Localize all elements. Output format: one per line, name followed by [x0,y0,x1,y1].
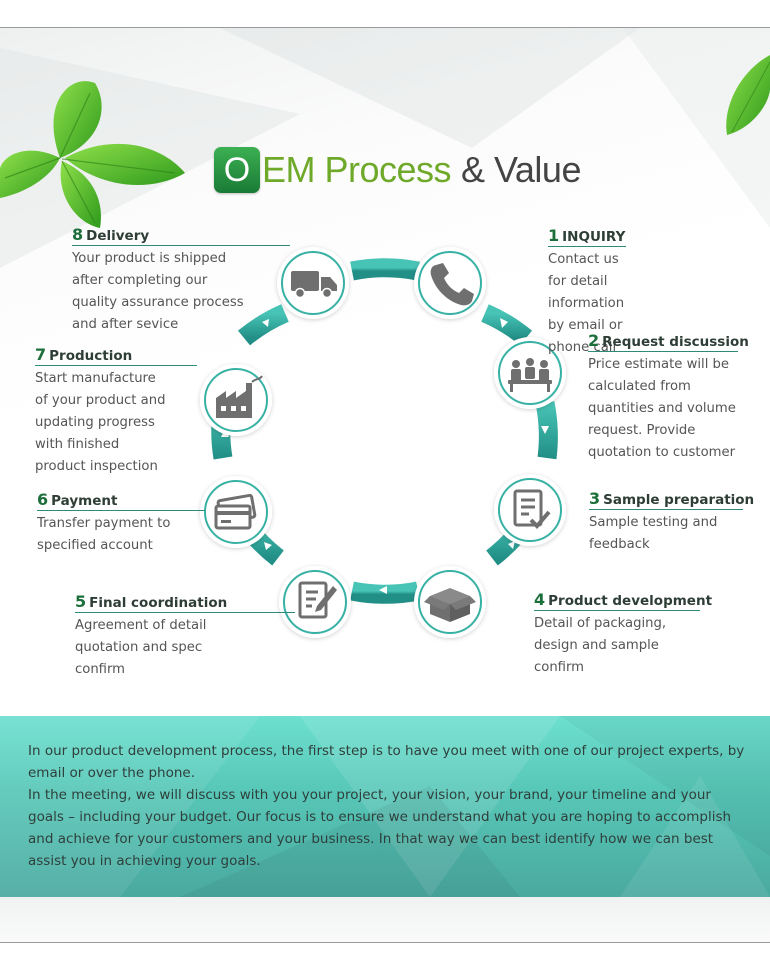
step-node-sample-preparation [494,474,566,546]
info-text: In our product development process, the … [28,740,748,872]
meeting-icon [508,358,552,392]
flow-arrow [379,586,387,594]
factory-icon [216,375,263,418]
step-description: Detail of packaging, design and sample c… [534,616,667,675]
ring-segment [481,304,533,346]
ring-segment [350,258,420,281]
step-description: Transfer payment to specified account [37,516,171,553]
flow-arrow [262,319,269,327]
flow-arrow [500,318,508,328]
step-node-delivery [277,247,349,319]
title-green-part: EM Process [262,149,452,190]
step-description: Price estimate will be calculated from q… [588,357,736,460]
checklist-icon [513,489,551,529]
bottom-divider [0,942,770,943]
ring-segment [237,304,289,346]
process-ring-diagram [200,247,566,638]
flow-arrows [221,318,549,594]
step-node-production [200,364,272,436]
top-divider [0,27,770,28]
box-icon [424,588,476,622]
band-background-facets [0,716,770,897]
step-description: Contact us for detail information by ema… [548,252,625,355]
step-description: Sample testing and feedback [589,515,718,552]
ring-segment [535,401,558,460]
phone-icon [430,263,474,306]
process-section: O EM Process & Value [0,28,770,716]
info-paragraph: In the meeting, we will discuss with you… [28,787,732,869]
step-node-request-discussion [494,337,566,409]
footer-area [0,897,770,942]
document-pen-icon [298,581,337,619]
info-band: In our product development process, the … [0,716,770,897]
mint-leaf-right-image [726,55,770,135]
step-node-final-coordination [279,566,351,638]
flow-arrow [541,426,549,434]
page-title: O EM Process & Value [214,146,581,194]
step-node-inquiry [414,247,486,319]
flow-arrow [508,541,515,549]
step-description: Start manufacture of your product and up… [35,371,166,474]
step-node-payment [200,476,272,548]
step-description: Agreement of detail quotation and spec c… [75,618,207,677]
step-description: Your product is shipped after completing… [72,251,244,332]
truck-icon [291,271,337,299]
title-badge: O [214,147,260,193]
step-node-product-development [414,566,486,638]
info-paragraph: In our product development process, the … [28,743,745,781]
ring-segment [350,581,420,604]
mint-leaf-left-image [0,81,185,228]
flow-arrow [264,542,272,550]
credit-card-icon [214,493,257,530]
title-dark-part: & Value [461,149,581,190]
